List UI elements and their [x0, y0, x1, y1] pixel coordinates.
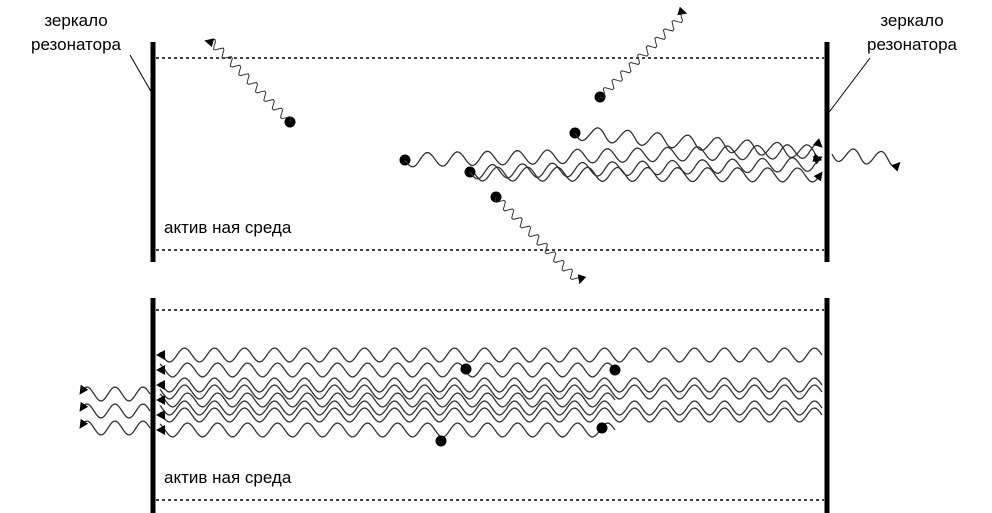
stimulated-photon — [574, 127, 823, 162]
stimulated-photon — [404, 138, 823, 168]
bottom-panel: актив ная среда — [150, 298, 830, 513]
mirror-label-left-line2: резонатора — [31, 35, 122, 54]
arrowhead — [156, 425, 165, 435]
mirror-leader-right — [826, 57, 871, 116]
stimulated-photon — [469, 156, 823, 180]
arrowhead — [156, 410, 165, 420]
medium-label-top: актив ная среда — [164, 218, 292, 237]
mirror-leader-left — [129, 54, 154, 96]
arrowhead — [156, 365, 165, 375]
atom — [460, 363, 472, 375]
photon-layer — [79, 6, 901, 447]
output-photon — [831, 148, 901, 172]
spontaneous-photon — [599, 6, 688, 99]
output-photon — [79, 418, 151, 436]
mirror-label-right-line1: зеркало — [880, 11, 943, 30]
arrowhead — [156, 380, 165, 390]
stimulated-photon — [474, 166, 823, 183]
atom — [609, 364, 621, 376]
output-photon — [79, 401, 151, 419]
top-panel: зеркало резонатора зеркало резонатора ак… — [31, 11, 958, 262]
amplified-photon — [159, 400, 823, 416]
mirror-label-left-line1: зеркало — [44, 11, 107, 30]
amplified-photon — [159, 392, 616, 408]
spontaneous-photon — [494, 196, 587, 285]
amplified-photon — [159, 384, 823, 400]
atom — [435, 435, 447, 447]
mirror-label-right-line2: резонатора — [867, 35, 958, 54]
atom — [596, 422, 608, 434]
output-photon — [79, 384, 151, 402]
amplified-photon — [159, 422, 616, 438]
amplified-photon — [159, 377, 823, 393]
amplified-photon — [159, 407, 823, 423]
amplified-photon — [159, 347, 823, 363]
arrowhead — [156, 395, 165, 405]
amplified-photon — [159, 362, 616, 378]
medium-label-bottom: актив ная среда — [164, 468, 292, 487]
spontaneous-photon — [204, 38, 292, 123]
arrowhead — [156, 350, 165, 360]
